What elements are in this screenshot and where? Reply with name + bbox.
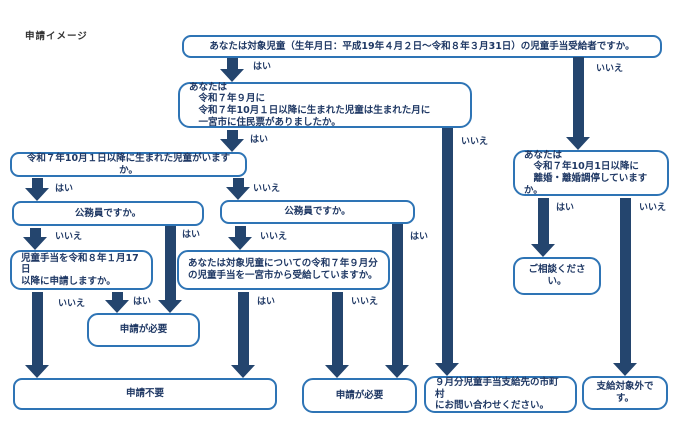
arrow-apply-after-yes: [105, 292, 129, 313]
arrow-civil-left-no: [23, 228, 47, 250]
node-question-civil-servant-mid: 公務員ですか。: [220, 200, 415, 224]
label-apply-after-no: いいえ: [58, 299, 86, 309]
node-question-civil-servant-left: 公務員ですか。: [12, 201, 204, 226]
label-civil-left-no: いいえ: [55, 232, 83, 242]
label-civil-mid-no: いいえ: [260, 232, 288, 242]
label-newborn-yes: はい: [55, 184, 74, 194]
node-result-contact-city: ９月分児童手当支給先の市町村 にお問い合わせください。: [424, 376, 577, 413]
arrow-civil-left-yes: [158, 226, 182, 313]
arrow-divorce-yes: [531, 198, 555, 257]
label-civil-mid-yes: はい: [410, 232, 429, 242]
node-question-receiving: あなたは対象児童についての令和７年９月分 の児童手当を一宮市から受給していますか…: [177, 250, 390, 290]
label-divorce-no: いいえ: [639, 203, 667, 213]
node-question-divorce: あなたは 令和７年10月1日以降に 離婚・離婚調停していますか。: [513, 150, 669, 196]
label-receiving-yes: はい: [257, 297, 276, 307]
node-question-resident: あなたは 令和７年９月に 令和７年10月１日以降に生まれた児童は生まれた月に 一…: [178, 82, 472, 128]
label-apply-after-yes: はい: [133, 297, 152, 307]
node-result-application-needed-left: 申請が必要: [87, 313, 200, 347]
label-civil-left-yes: はい: [182, 230, 201, 240]
arrow-civil-mid-no: [228, 226, 252, 250]
arrow-resident-no: [435, 128, 459, 376]
label-divorce-yes: はい: [556, 203, 575, 213]
label-resident-yes: はい: [250, 135, 269, 145]
arrow-receiving-yes: [231, 292, 255, 378]
node-question-apply-after: 児童手当を令和８年１月17日 以降に申請しますか。: [10, 250, 153, 290]
arrow-civil-mid-yes: [385, 224, 409, 378]
node-result-not-eligible: 支給対象外です。: [582, 376, 668, 410]
node-result-consult: ご相談ください。: [513, 257, 601, 295]
label-recipient-yes: はい: [253, 62, 272, 72]
arrow-divorce-no: [613, 198, 637, 376]
page-title: 申請イメージ: [25, 31, 88, 42]
arrow-recipient-no: [566, 57, 590, 150]
node-question-recipient: あなたは対象児童（生年月日：平成19年４月２日～令和８年３月31日）の児童手当受…: [182, 35, 662, 58]
label-recipient-no: いいえ: [596, 64, 624, 74]
arrow-newborn-no: [226, 178, 250, 200]
arrow-apply-after-no: [25, 292, 49, 378]
label-receiving-no: いいえ: [351, 297, 379, 307]
arrow-resident-yes: [220, 130, 244, 152]
node-question-newborn: 令和７年10月１日以降に生まれた児童がいますか。: [10, 152, 247, 177]
arrow-receiving-no: [325, 292, 349, 378]
arrow-recipient-yes: [220, 58, 244, 82]
node-result-application-needed-mid: 申請が必要: [302, 378, 417, 413]
label-resident-no: いいえ: [461, 137, 489, 147]
node-result-application-not-needed: 申請不要: [13, 378, 277, 410]
arrow-newborn-yes: [25, 178, 49, 201]
label-newborn-no: いいえ: [253, 184, 281, 194]
